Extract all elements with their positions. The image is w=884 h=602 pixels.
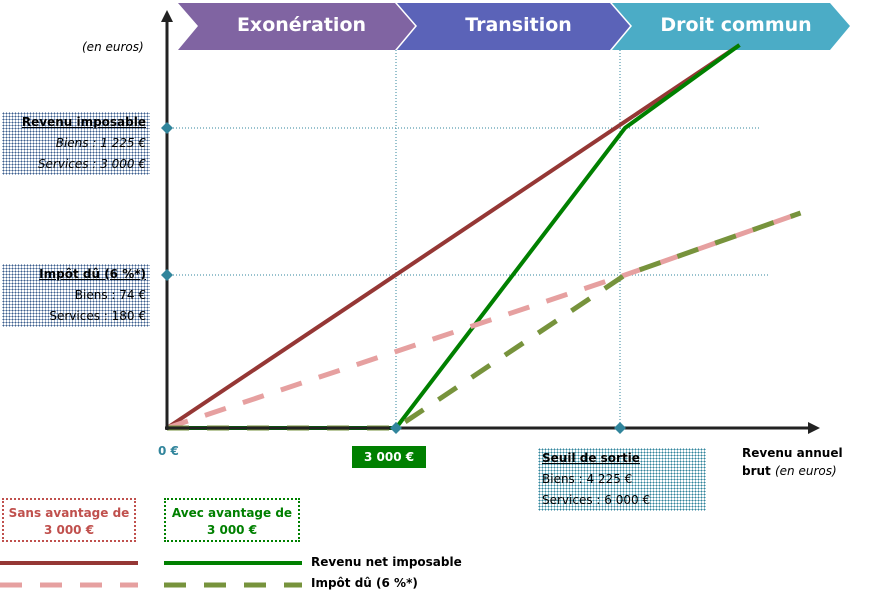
x-label-line1: Revenu annuel [742, 446, 843, 460]
marker-revenu [161, 122, 173, 134]
phase-label-2: Droit commun [660, 14, 812, 36]
revenu-box-title: Revenu imposable [21, 115, 146, 129]
seuil-box-services: Services : 6 000 € [542, 493, 651, 507]
origin-label: 0 € [158, 444, 179, 458]
impot-box-services: Services : 180 € [49, 309, 146, 323]
impot-box-biens: Biens : 74 € [74, 288, 146, 302]
guides [167, 50, 770, 430]
marker-impot [161, 269, 173, 281]
seuil-box-biens: Biens : 4 225 € [542, 472, 633, 486]
x-label-unit: (en euros) [774, 464, 837, 478]
x-axis-label: Revenu annuel brut (en euros) [742, 444, 843, 480]
phase-chevron-1 [397, 3, 630, 50]
phase-label-0: Exonération [236, 14, 367, 36]
legend-avec-avantage: Avec avantage de 3 000 € [164, 498, 300, 542]
legend-revenu: Revenu net imposable [311, 555, 462, 569]
phase-chevron-0 [178, 3, 415, 50]
y-unit-label: (en euros) [82, 40, 144, 54]
impot-box: Impôt dû (6 %*) Biens : 74 € Services : … [2, 264, 150, 327]
phase-chevron-2 [612, 3, 850, 50]
legend-sans-avantage: Sans avantage de 3 000 € [2, 498, 136, 542]
seuil-box: Seuil de sortie Biens : 4 225 € Services… [538, 448, 706, 511]
legend-impot: Impôt dû (6 %*) [311, 576, 418, 590]
x-label-line2: brut [742, 464, 771, 478]
revenu-box: Revenu imposable Biens : 1 225 € Service… [2, 112, 150, 175]
revenu-box-services: Services : 3 000 € [37, 157, 146, 171]
revenu-box-biens: Biens : 1 225 € [55, 136, 146, 150]
marker-seuil [614, 422, 626, 434]
impot-box-title: Impôt dû (6 %*) [39, 267, 146, 281]
series-line-3 [167, 210, 802, 431]
phase-label-1: Transition [465, 14, 572, 36]
series-line-0 [165, 43, 741, 430]
markers [161, 122, 626, 434]
y-axis-arrow [161, 10, 173, 22]
series-line-2 [166, 210, 802, 431]
seuil-box-title: Seuil de sortie [542, 451, 640, 465]
threshold-label: 3 000 € [352, 446, 427, 468]
x-axis-arrow [808, 422, 820, 434]
marker-3000 [390, 422, 402, 434]
